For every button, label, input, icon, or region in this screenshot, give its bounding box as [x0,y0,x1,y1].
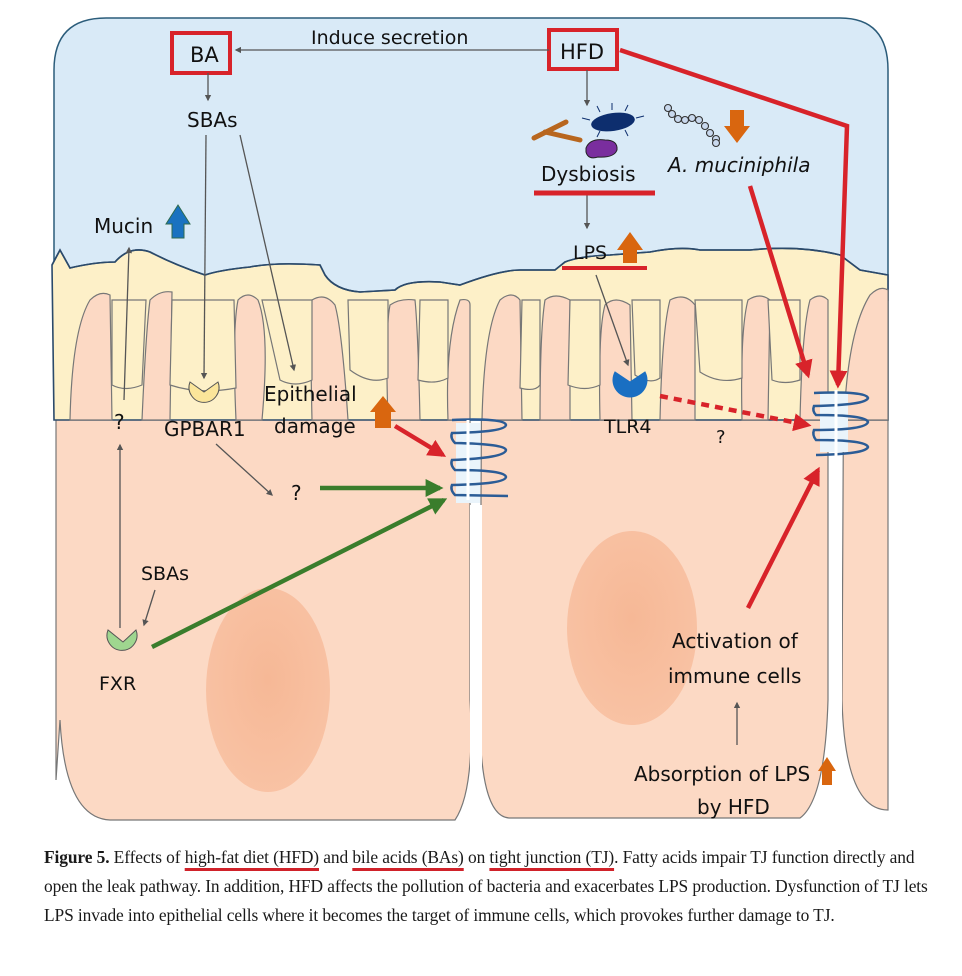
epithelial-damage-up-icon [370,396,396,428]
gpbar1-receptor [188,381,220,403]
question-mid-label: ? [291,481,302,505]
by-hfd-label: by HFD [697,795,770,819]
figure-number: Figure 5. [44,847,110,867]
ba-box [170,31,232,75]
fxr-label: FXR [99,673,136,695]
question-left-label: ? [114,410,125,434]
hfd-label: HFD [560,40,604,64]
green-arrows [150,479,448,650]
figure-caption: Figure 5. Effects of high-fat diet (HFD)… [44,843,949,930]
question-tlr4-label: ? [716,427,726,448]
gpbar1-label: GPBAR1 [164,417,246,441]
a-muciniphila-bacteria-icon [663,103,721,148]
sbas-bottom-label: SBAs [141,563,189,585]
caption-underline-hfd: high-fat diet (HFD) [184,847,319,867]
epithelial-label: Epithelial [264,382,357,406]
fxr-receptor [106,629,138,651]
tlr4-receptor [612,371,648,398]
immune-cells-label: immune cells [668,664,801,688]
caption-underline-bas: bile acids (BAs) [352,847,464,867]
activation-of-label: Activation of [672,629,799,653]
nucleus-right [567,531,697,725]
lps-up-icon [617,232,643,263]
mucin-label: Mucin [94,214,153,238]
damage-label: damage [274,414,356,438]
ba-label: BA [190,43,219,67]
nucleus-left [206,588,330,792]
a-muciniphila-label: A. muciniphila [666,153,810,177]
absorption-label: Absorption of LPS [634,762,810,786]
dysbiosis-label: Dysbiosis [541,162,636,186]
caption-text-4: . Fatty acids impair TJ function directl… [44,847,928,925]
hfd-ba-tight-junction-diagram: BA HFD Induce secretion SBAs Mucin Dysbi… [51,17,889,821]
tight-junction-right [812,390,870,458]
microvilli [69,287,889,421]
sbas-top-label: SBAs [187,108,238,132]
red-arrows [393,47,850,610]
lps-label: LPS [573,242,607,264]
a-muciniphila-down-icon [724,110,750,143]
absorption-lps-up-icon [818,757,836,785]
bacteria-dysbiosis-icon [531,103,645,159]
caption-text-2: and [319,847,353,867]
caption-text-1: Effects of [109,847,185,867]
crypt-spaces [111,299,801,392]
intestinal-lumen [53,17,889,301]
gray-arrows [116,46,741,745]
tight-junction-left [450,418,509,503]
tlr4-label: TLR4 [603,416,651,438]
caption-underline-tj: tight junction (TJ) [489,847,615,867]
caption-text-3: on [463,847,490,867]
induce-secretion-label: Induce secretion [311,27,468,49]
mucin-up-icon [165,204,191,239]
